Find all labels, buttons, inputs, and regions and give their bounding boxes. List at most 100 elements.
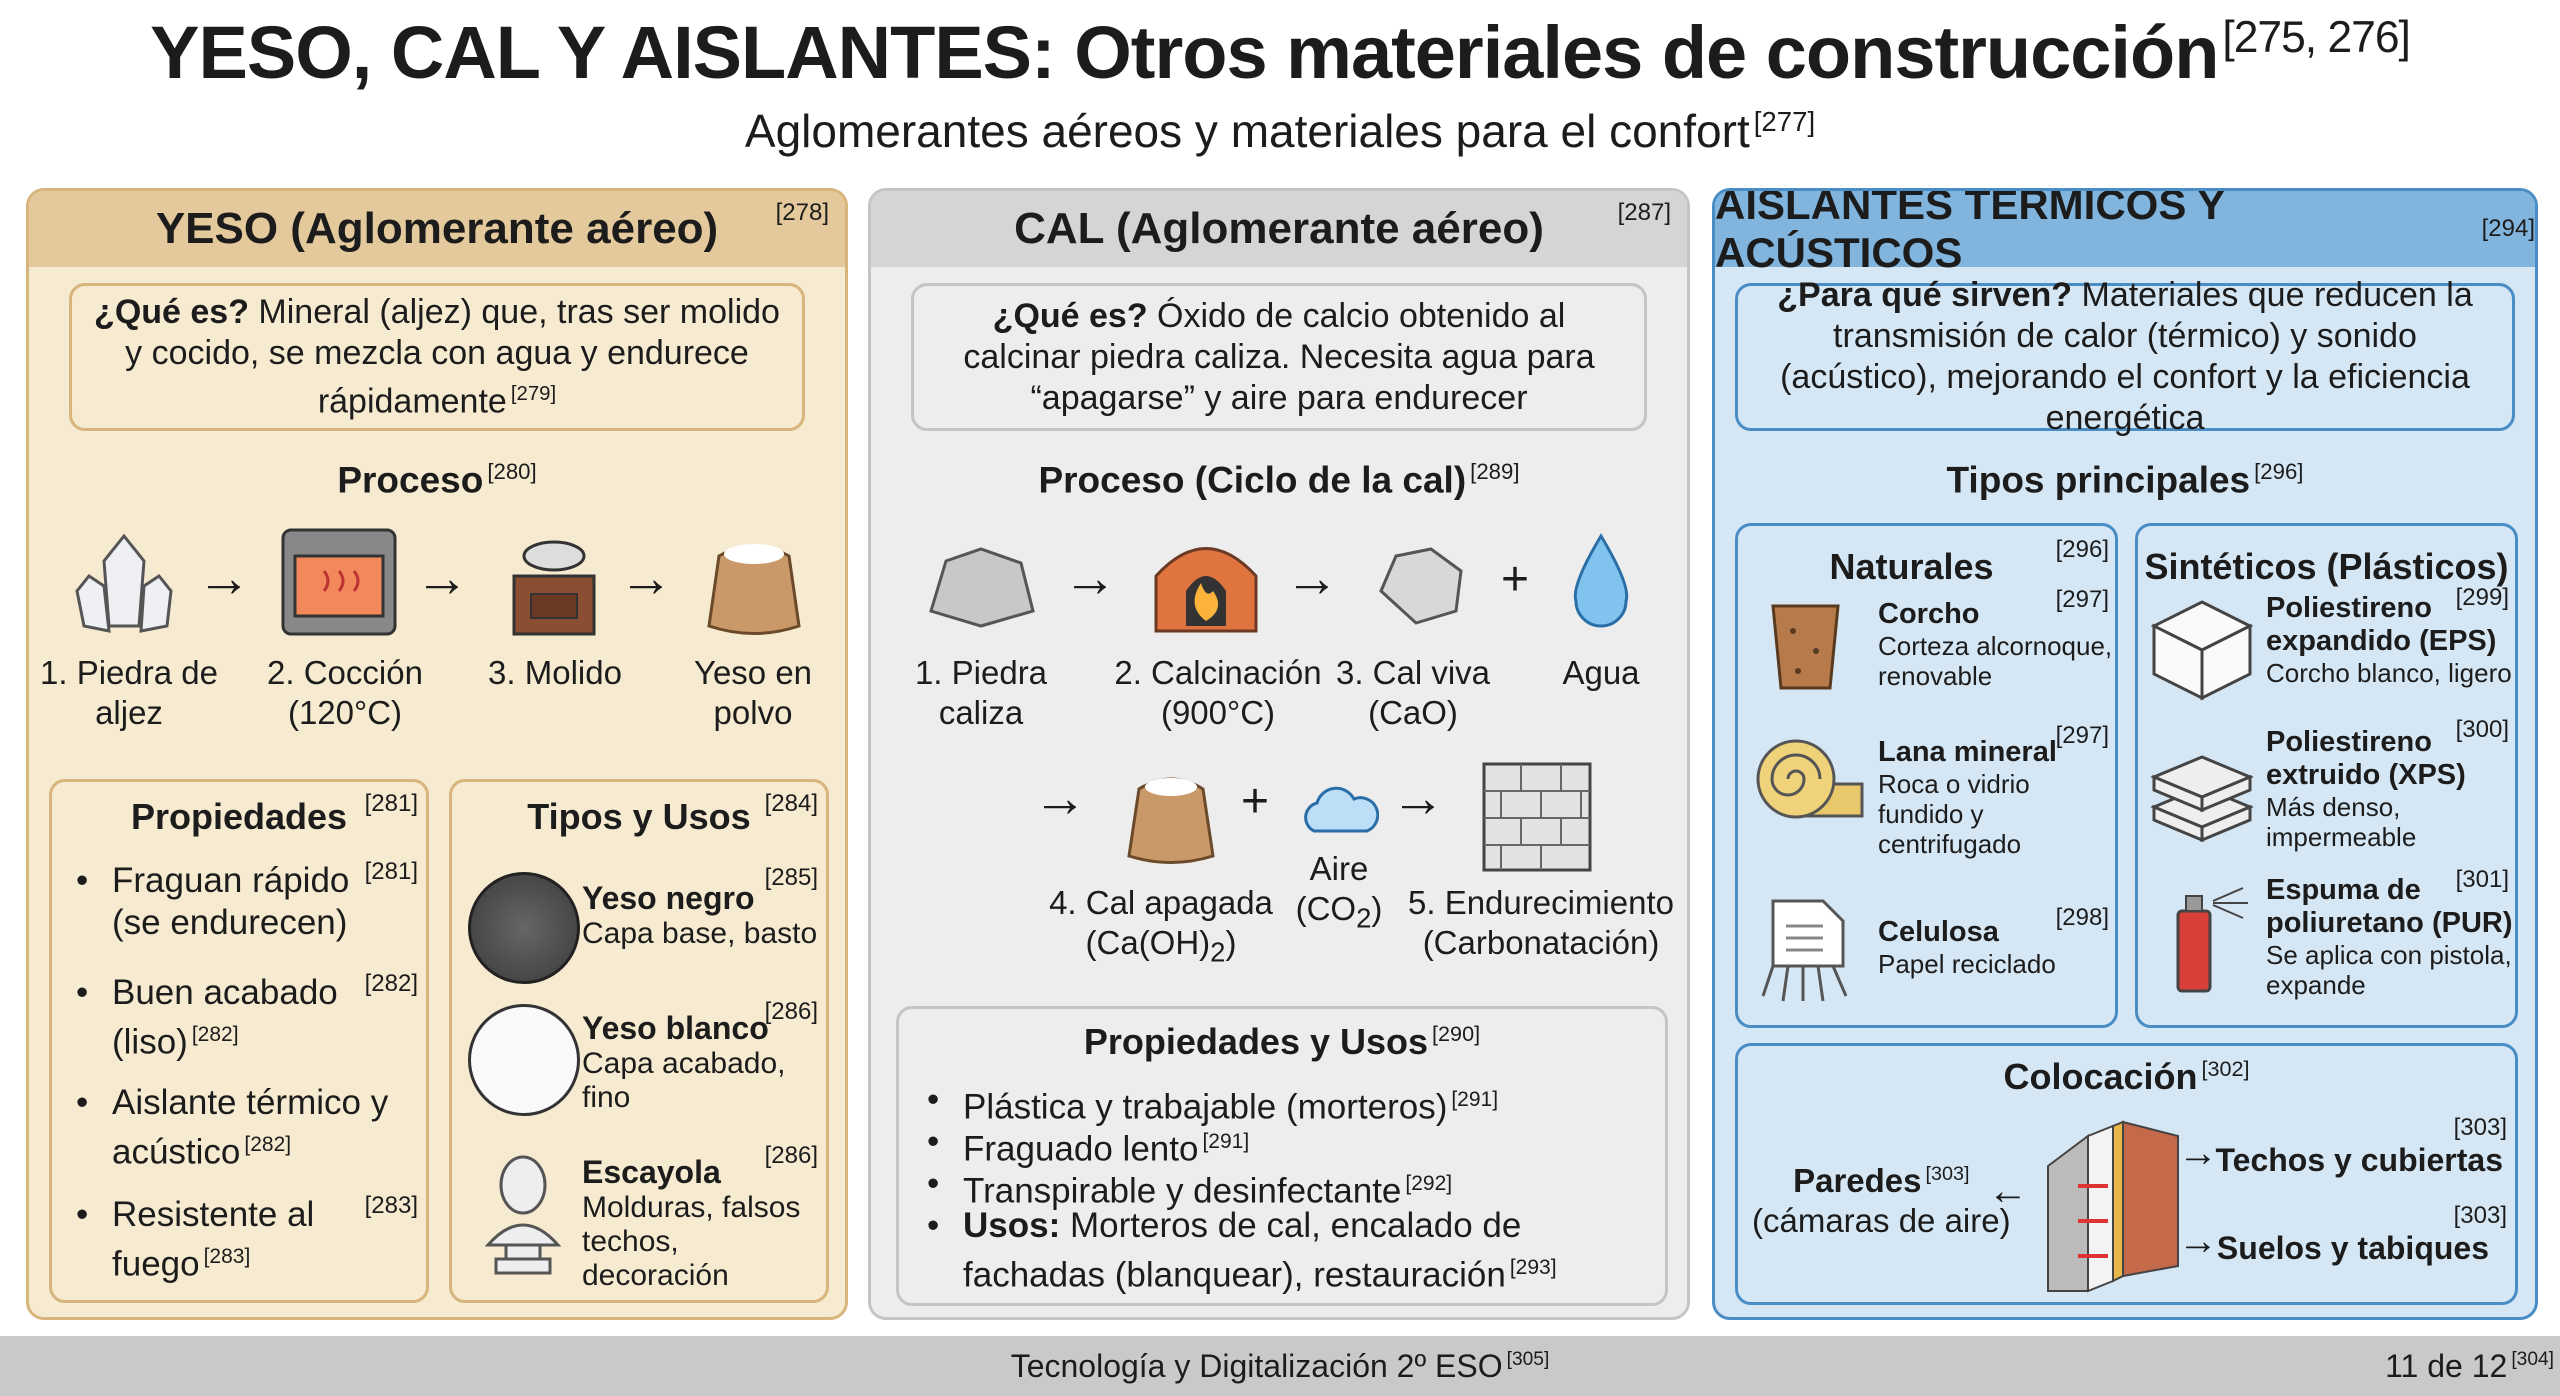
aislantes-sinteticos-title: Sintéticos (Plásticos) (2144, 546, 2509, 587)
aislantes-colocacion-techos_ref: [303] (2453, 1114, 2507, 1141)
cal-plus: + (1241, 775, 1270, 828)
cal-propiedades-items-1-ref: [291] (1202, 1130, 1250, 1153)
aislantes-sinteticos-items-0-name: Poliestireno expandido (EPS) (2266, 592, 2497, 657)
cal-steps2-2-label: 5. Endurecimiento (1408, 884, 1674, 921)
aislantes-naturales-items-2-ref: [298] (2055, 904, 2109, 931)
yeso-propiedades-items-2-text: Aislante térmico y acústico (112, 1083, 389, 1172)
yeso-proceso_ref: [280] (487, 459, 537, 484)
element: → (1063, 548, 1117, 608)
element: • (76, 973, 89, 1012)
xps-boards-icon (2150, 755, 2254, 842)
cal-properties-box: Propiedades y Usos[290] •Plástica y trab… (896, 1006, 1668, 1306)
yeso-header: YESO (Aglomerante aéreo) (29, 191, 845, 267)
yeso-propiedades-items-1-text: Buen acabado (liso) (112, 973, 338, 1062)
aislantes-que_text: Materiales que reducen la transmisión de… (1780, 276, 2473, 437)
element (1770, 753, 1822, 797)
aislantes-que_label: ¿Para qué sirven? (1777, 276, 2073, 314)
aislantes-sinteticos-items-2-name: Espuma de poliuretano (PUR) (2266, 874, 2513, 939)
aislantes-naturales-title: Naturales (1829, 546, 1994, 587)
aislantes-header: AISLANTES TÉRMICOS Y ACÚSTICOS[294] (1715, 191, 2535, 276)
cal-title: CAL (Aglomerante aéreo) (1014, 204, 1544, 253)
grinder-icon (512, 540, 596, 636)
cal-propiedades-title: Propiedades y Usos (1083, 1021, 1429, 1062)
cal-proceso: Proceso (Ciclo de la cal) (1038, 459, 1467, 501)
property-item: •Usos: Morteros de cal, encalado de fach… (927, 1205, 1603, 1297)
aislantes-definition: ¿Para qué sirven? Materiales que reducen… (1735, 276, 2515, 437)
quicklime-icon (1379, 547, 1463, 625)
element (1484, 764, 1590, 870)
cal-steps2-0-formula: (Ca(OH) (1085, 924, 1211, 961)
types-heading: Tipos principales[296] (1715, 459, 2535, 501)
yeso-tipos-items-2-desc: Molduras, falsos techos, decoración (582, 1191, 801, 1292)
aislantes-colocacion-camaras: (cámaras de aire) (1752, 1202, 2011, 1239)
yeso-que_ref: [279] (510, 382, 557, 405)
subtitle-ref: [277] (1753, 105, 1816, 137)
yeso-que_label: ¿Qué es? (94, 292, 249, 331)
powder-sack-icon (707, 544, 801, 635)
footer-text: Tecnología y Digitalización 2º ESO (1010, 1348, 1503, 1384)
aislantes-naturales-items-1-name: Lana mineral (1878, 736, 2057, 768)
cal-steps-3-label: Agua (1562, 654, 1640, 691)
yeso-tipos-items-0-desc: Capa base, basto (582, 917, 818, 950)
aislantes-naturales-items-0-desc: Corteza alcornoque, renovable (1878, 631, 2113, 691)
property-item: •Buen acabado (liso)[282] (76, 972, 362, 1064)
element (2200, 804, 2252, 842)
element: Poliestireno extruido (XPS)Más denso, im… (2266, 726, 2516, 852)
element: → (2178, 1131, 2218, 1175)
floors-label: Suelos y tabiques (2216, 1230, 2489, 1266)
aislantes-naturales-items-0-ref: [297] (2055, 586, 2109, 613)
cal-steps2-0-sub: 2 (1210, 936, 1226, 968)
aislantes-title: AISLANTES TÉRMICOS Y ACÚSTICOS (1715, 188, 2225, 276)
sack-icon (1127, 777, 1215, 864)
element: ¿Qué es? Mineral (aljez) que, tras ser m… (92, 292, 782, 422)
cal-steps2-1-close: ) (1371, 890, 1383, 927)
element: • (927, 1122, 940, 1161)
step-label: 3. Molido (488, 654, 622, 691)
element (139, 573, 173, 633)
yeso-title: YESO (Aglomerante aéreo) (155, 204, 719, 253)
aislantes-naturales-items-0-name: Corcho (1878, 598, 1980, 630)
step-label: 5. Endurecimiento(Carbonatación) (1401, 883, 1681, 963)
wool-roll-icon (1756, 739, 1864, 819)
aislantes-naturales-items-1-desc: Roca o vidrio fundido y centrifugado (1878, 769, 2030, 859)
yeso-properties-box: Propiedades [281] •Fraguan rápido (se en… (49, 779, 429, 1303)
aislantes-naturales-ref: [296] (2055, 536, 2109, 563)
element (494, 1257, 552, 1275)
element (2185, 895, 2203, 912)
yeso-process-heading: Proceso[280] (29, 459, 845, 501)
cal-definition: ¿Qué es? Óxido de calcio obtenido al cal… (911, 283, 1647, 431)
element (2112, 1120, 2124, 1283)
element (1379, 547, 1463, 625)
property-item: •Transpirable y desinfectante[292] (927, 1163, 1452, 1213)
element (322, 570, 360, 592)
yeso-propiedades-ref: [281] (364, 790, 418, 817)
cal-propiedades-ref: [290] (1432, 1021, 1481, 1046)
aislantes-sinteticos-items-2-ref: [301] (2455, 866, 2509, 893)
yeso-propiedades-items-0-ref: [281] (364, 858, 418, 885)
yeso-propiedades-items-0-text: Fraguan rápido (se endurecen) (112, 861, 350, 942)
aislantes-colocacion-paredes_ref: [303] (1925, 1163, 1970, 1185)
cal-propiedades-items-3-bold: Usos: (963, 1206, 1061, 1245)
element (1790, 628, 1796, 634)
aislantes-sinteticos-items-2-desc: Se aplica con pistola, expande (2266, 940, 2512, 1000)
cal-propiedades-items-2-text: Transpirable y desinfectante (963, 1171, 1402, 1211)
element: • (927, 1206, 940, 1245)
yeso-panel: YESO (Aglomerante aéreo) [278] ¿Qué es? … (26, 188, 848, 1320)
aislantes-colocacion-suelos_ref: [303] (2453, 1202, 2507, 1229)
element: → (1033, 768, 1087, 828)
cal-header: CAL (Aglomerante aéreo) (871, 191, 1687, 267)
arrow-icon: → (197, 548, 251, 608)
footer-page_ref: [304] (2511, 1349, 2554, 1371)
element (1786, 924, 1823, 952)
page-indicator: 11 de 12[304] (2385, 1348, 2554, 1385)
cal-que_label: ¿Qué es? (992, 296, 1148, 335)
title-ref: [275, 276] (2222, 13, 2410, 63)
wall-section-icon (2047, 1120, 2179, 1293)
footer-ref: [305] (1506, 1349, 1550, 1371)
aislantes-tipos: Tipos principales (1946, 459, 2251, 501)
element (2087, 1124, 2114, 1293)
walls-label: Paredes[303](cámaras de aire) (1752, 1154, 2011, 1241)
